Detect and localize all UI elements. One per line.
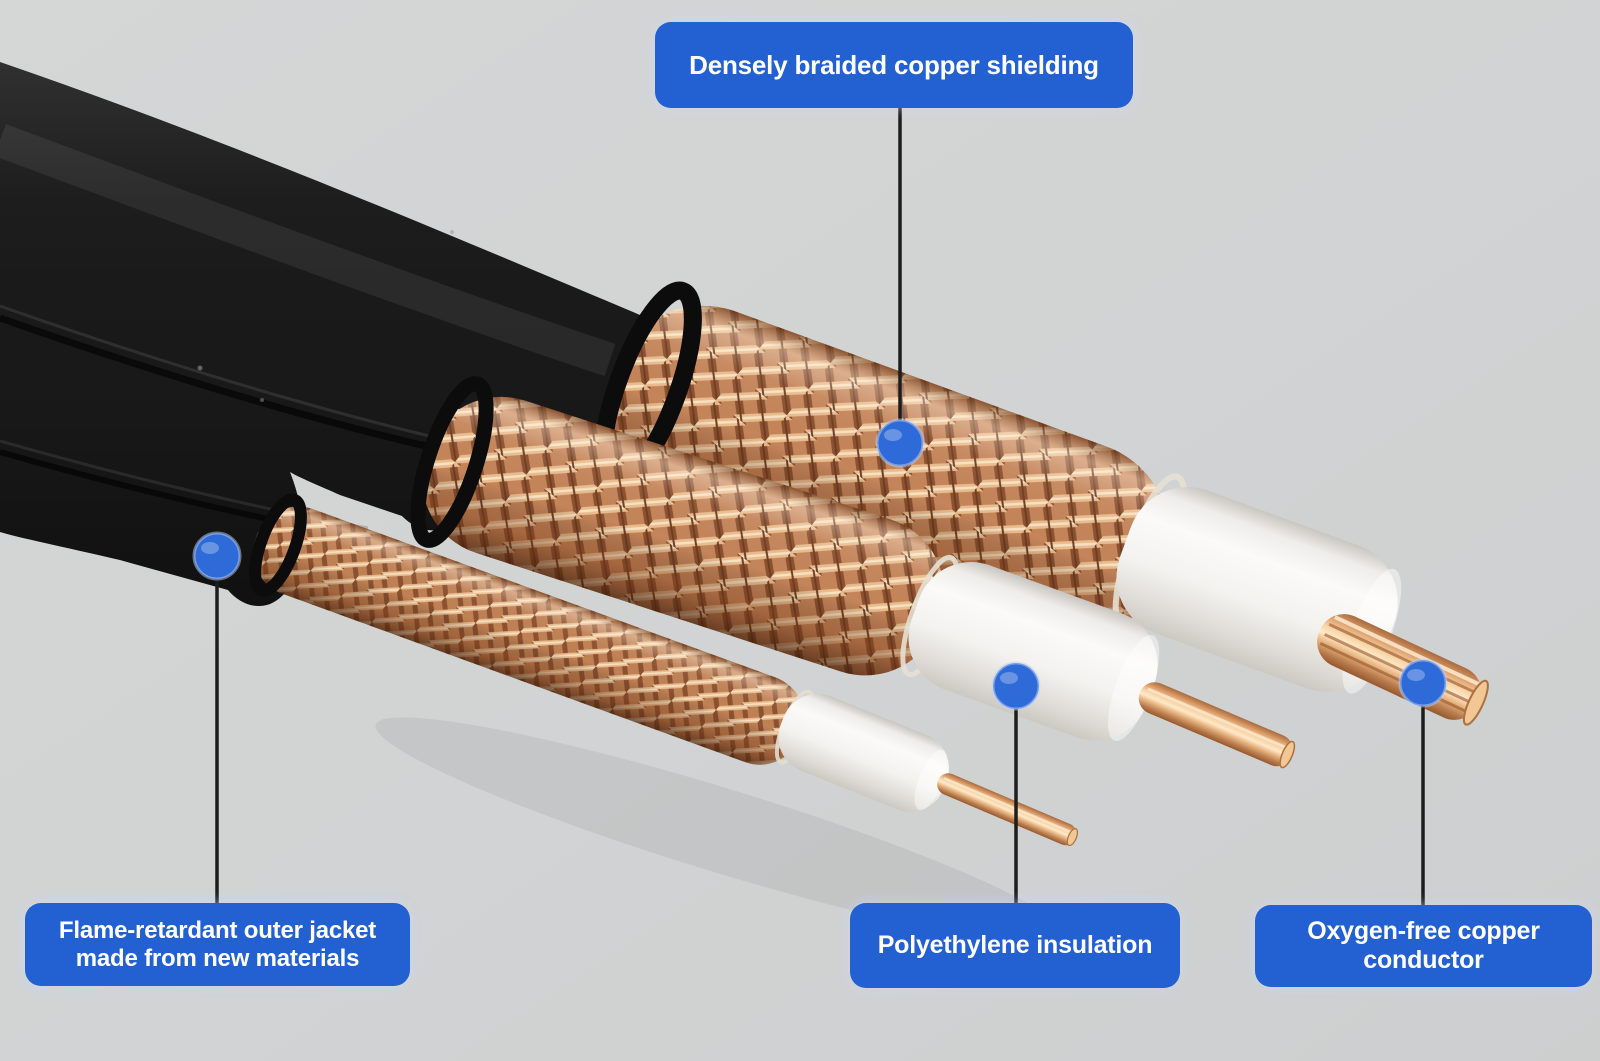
callout-insulation: Polyethylene insulation bbox=[850, 903, 1180, 988]
callout-conductor: Oxygen-free copper conductor bbox=[1255, 905, 1592, 987]
copper-braid-shield-2 bbox=[422, 396, 945, 676]
dust-speck bbox=[197, 365, 203, 371]
dust-speck bbox=[260, 398, 264, 402]
outer-jacket-bundle bbox=[0, 62, 698, 607]
callout-label-line2: conductor bbox=[1363, 946, 1484, 974]
copper-conductor-2 bbox=[1138, 682, 1296, 769]
marker-dot-conductor bbox=[1398, 658, 1448, 708]
polyethylene-insulation-2 bbox=[908, 562, 1160, 741]
polyethylene-insulation-3 bbox=[778, 693, 949, 812]
callout-label-line2: made from new materials bbox=[75, 944, 360, 972]
callout-label: Polyethylene insulation bbox=[877, 931, 1153, 959]
copper-braid-shield-1 bbox=[604, 305, 1170, 641]
jacket-cut-rim-2 bbox=[410, 376, 494, 548]
marker-dot-jacket bbox=[192, 531, 242, 581]
callout-label: Densely braided copper shielding bbox=[689, 49, 1099, 80]
callout-label-line1: Oxygen-free copper bbox=[1307, 917, 1540, 945]
callout-jacket: Flame-retardant outer jacket made from n… bbox=[25, 903, 410, 986]
jacket-highlight-band bbox=[0, 124, 616, 377]
copper-braid-shield-3 bbox=[253, 506, 805, 765]
cable-shadow bbox=[375, 717, 1065, 943]
callout-shielding: Densely braided copper shielding bbox=[655, 22, 1133, 108]
dust-speck bbox=[450, 230, 454, 234]
jacket-sheen bbox=[0, 62, 698, 607]
marker-dot-shielding bbox=[875, 418, 925, 468]
marker-dot-insulation bbox=[991, 661, 1041, 711]
callout-label-line1: Flame-retardant outer jacket bbox=[58, 916, 377, 944]
copper-conductor-3 bbox=[937, 773, 1079, 847]
jacket-cut-rim-3 bbox=[249, 493, 307, 597]
